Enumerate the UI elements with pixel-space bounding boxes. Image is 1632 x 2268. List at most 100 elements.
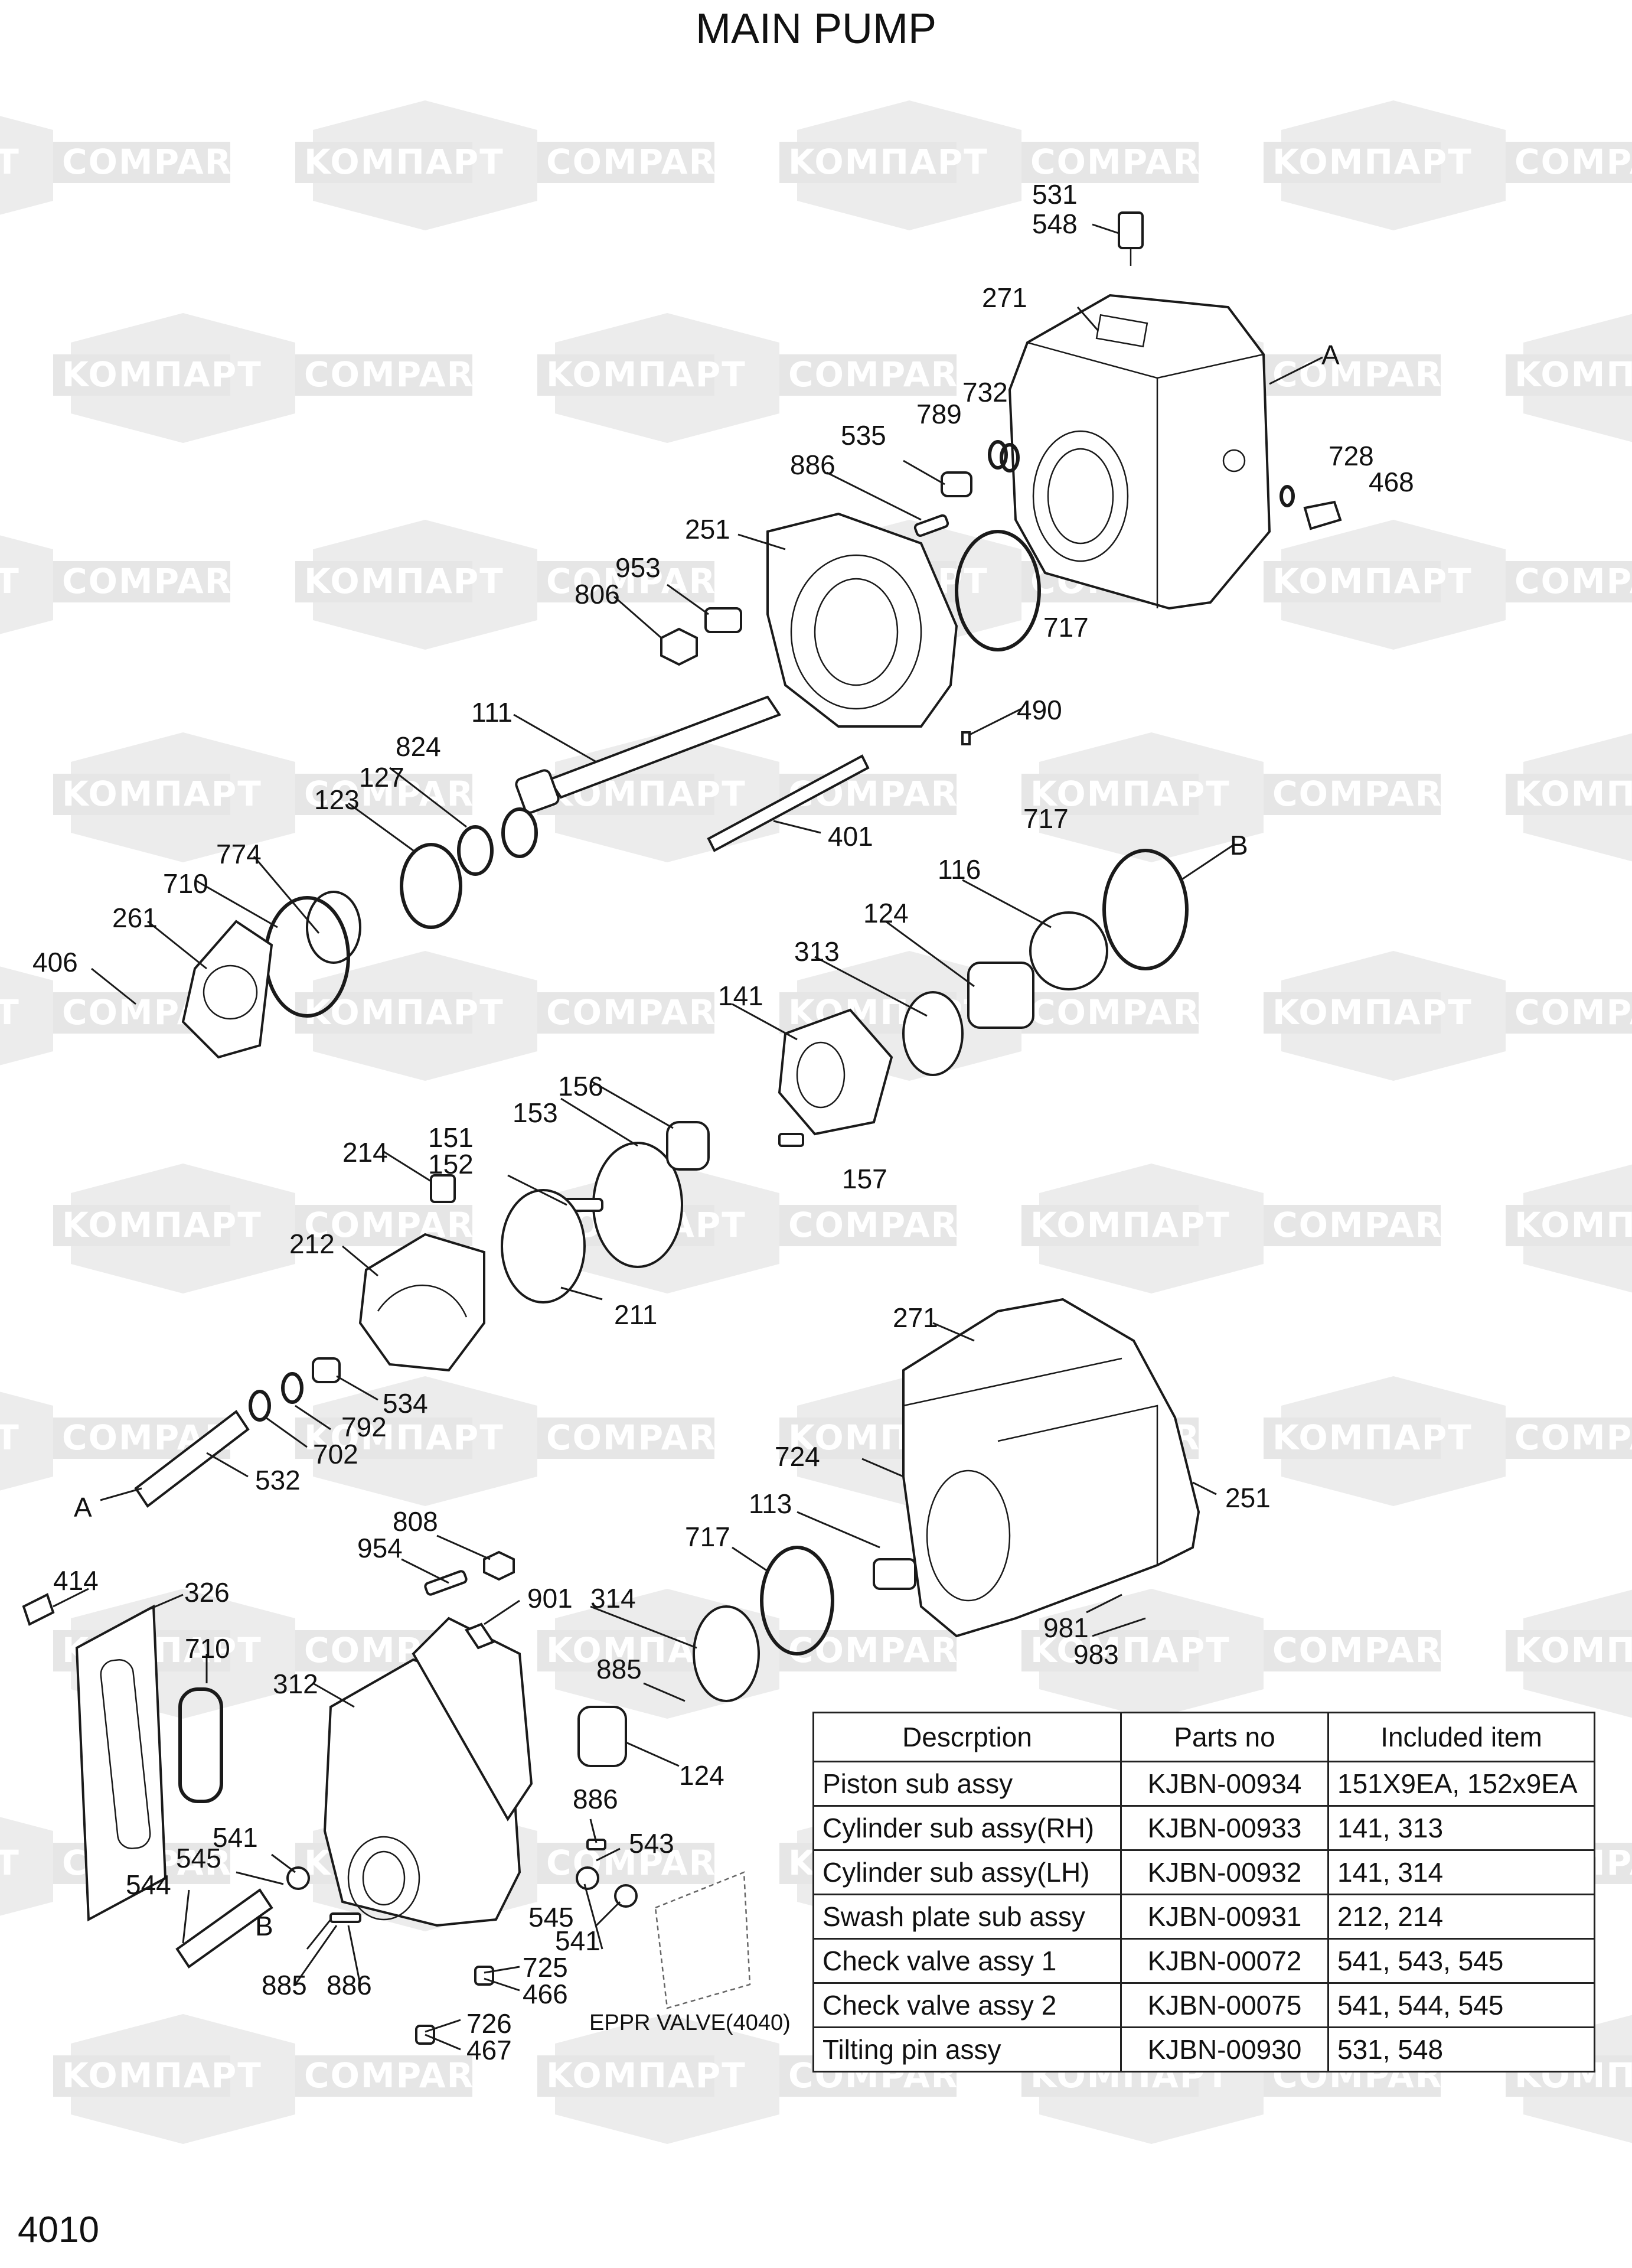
table-cell: KJBN-00934 bbox=[1120, 1761, 1329, 1807]
callout-label: 271 bbox=[982, 282, 1027, 313]
watermark-text: COMPART bbox=[1515, 1418, 1632, 1458]
watermark-text: COMPART bbox=[1272, 354, 1465, 395]
watermark-text: KOMПАРТ bbox=[788, 142, 988, 182]
watermark-text: COMPART bbox=[1272, 1205, 1465, 1245]
watermark-text: KOMПАРТ bbox=[1030, 1630, 1230, 1670]
callout-label: 251 bbox=[1225, 1482, 1271, 1513]
table-row: Tilting pin assy KJBN-00930 531, 548 bbox=[812, 2026, 1595, 2073]
rotary-group bbox=[778, 849, 1189, 1147]
watermark-text: KOMПАРТ bbox=[1272, 1418, 1473, 1458]
watermark-text: COMPART bbox=[546, 142, 739, 182]
watermark-band bbox=[537, 142, 714, 183]
watermark-text: COMPART bbox=[546, 1418, 739, 1458]
page-number: 4010 bbox=[18, 2210, 99, 2250]
small-parts-top bbox=[660, 471, 1342, 745]
watermark-band bbox=[1264, 1418, 1441, 1459]
watermark-band bbox=[537, 561, 714, 602]
watermark-band bbox=[1506, 1418, 1632, 1459]
callout-label: 214 bbox=[342, 1137, 388, 1168]
callout-label: 901 bbox=[527, 1583, 573, 1614]
watermark-text: COMPART bbox=[546, 992, 739, 1032]
watermark-band bbox=[53, 561, 230, 602]
watermark-band bbox=[537, 1630, 714, 1671]
callout-label: 886 bbox=[790, 449, 835, 480]
table-cell: KJBN-00072 bbox=[1120, 1938, 1329, 1984]
watermark-band bbox=[53, 774, 230, 815]
callout-label: 792 bbox=[341, 1412, 387, 1442]
watermark-band bbox=[1264, 774, 1441, 815]
table-cell: KJBN-00931 bbox=[1120, 1894, 1329, 1940]
table-cell: 541, 543, 545 bbox=[1327, 1938, 1595, 1984]
callout-label: 544 bbox=[126, 1869, 171, 1900]
watermark-band bbox=[1264, 142, 1441, 183]
column-header-parts-no: Parts no bbox=[1120, 1712, 1329, 1762]
page-title: MAIN PUMP bbox=[695, 5, 937, 53]
callout-label: 153 bbox=[513, 1097, 558, 1128]
table-cell: 151X9EA, 152x9EA bbox=[1327, 1761, 1595, 1807]
callout-label: 466 bbox=[523, 1979, 568, 2009]
eppr-valve-label: EPPR VALVE(4040) bbox=[589, 2010, 791, 2035]
callout-label: B bbox=[255, 1911, 273, 1941]
watermark-text: COMPART bbox=[1030, 992, 1223, 1032]
watermark-band bbox=[1506, 142, 1632, 183]
watermark-text: COMPART bbox=[788, 1630, 981, 1670]
watermark-text: KOMПАРТ bbox=[546, 2055, 746, 2096]
eppr-valve-outline bbox=[654, 1871, 751, 2009]
plate-326-and-ring bbox=[22, 1593, 223, 1922]
watermark-text: COMPART bbox=[788, 1205, 981, 1245]
watermark-band bbox=[1264, 561, 1441, 602]
watermark-text: COMPART bbox=[1515, 992, 1632, 1032]
watermark-text: COMPART bbox=[1030, 142, 1223, 182]
callout-label: 717 bbox=[1043, 612, 1089, 643]
watermark-band bbox=[1506, 992, 1632, 1034]
callout-label: 710 bbox=[163, 868, 208, 899]
table-cell: Swash plate sub assy bbox=[812, 1894, 1122, 1940]
watermark-text: KOMПАРТ bbox=[62, 774, 262, 814]
cover-251-top bbox=[766, 512, 958, 728]
watermark-band bbox=[1021, 1205, 1199, 1246]
watermark-text: COMPART bbox=[304, 354, 497, 395]
table-row: Cylinder sub assy(LH) KJBN-00932 141, 31… bbox=[812, 1849, 1595, 1895]
callout-label: 545 bbox=[528, 1902, 574, 1933]
callout-label: 251 bbox=[685, 514, 730, 545]
callout-label: 111 bbox=[471, 697, 513, 728]
table-row: Check valve assy 2 KJBN-00075 541, 544, … bbox=[812, 1982, 1595, 2028]
watermark-band bbox=[537, 1418, 714, 1459]
watermark-text: KOMПАРТ bbox=[0, 1843, 20, 1883]
callout-label: 983 bbox=[1073, 1639, 1119, 1670]
callout-label: 954 bbox=[357, 1533, 403, 1563]
callout-label: 312 bbox=[273, 1669, 318, 1699]
callout-label: 726 bbox=[466, 2008, 512, 2039]
callout-label: 271 bbox=[893, 1302, 938, 1333]
callout-label: 314 bbox=[590, 1583, 636, 1614]
callout-label: 326 bbox=[184, 1577, 230, 1608]
watermark-band bbox=[1506, 1205, 1632, 1246]
watermark-text: COMPART bbox=[62, 561, 255, 601]
callout-label: 725 bbox=[523, 1952, 568, 1983]
watermark-text: COMPART bbox=[788, 354, 981, 395]
callout-label: 211 bbox=[614, 1299, 657, 1330]
piston-retainer-group bbox=[430, 1121, 710, 1304]
table-row: Cylinder sub assy(RH) KJBN-00933 141, 31… bbox=[812, 1805, 1595, 1851]
table-row: Piston sub assy KJBN-00934 151X9EA, 152x… bbox=[812, 1761, 1595, 1807]
watermark-text: KOMПАРТ bbox=[1030, 1205, 1230, 1245]
watermark-text: COMPART bbox=[62, 142, 255, 182]
watermark-band bbox=[779, 354, 957, 396]
callout-label: A bbox=[74, 1492, 92, 1523]
callout-label: 981 bbox=[1043, 1612, 1089, 1643]
table-cell: KJBN-00930 bbox=[1120, 2026, 1329, 2073]
callout-label: 534 bbox=[383, 1388, 428, 1419]
watermark-band bbox=[1264, 992, 1441, 1034]
seal-rings-top bbox=[955, 440, 1295, 651]
callout-label: 732 bbox=[962, 377, 1008, 408]
callout-label: 124 bbox=[679, 1760, 724, 1791]
drive-shaft-111 bbox=[515, 695, 782, 814]
watermark-text: KOMПАРТ bbox=[1515, 354, 1632, 395]
callout-label: 401 bbox=[828, 821, 873, 852]
callout-label: 541 bbox=[555, 1925, 600, 1956]
callout-label: A bbox=[1321, 340, 1340, 370]
watermark-band bbox=[779, 142, 957, 183]
watermark-text: KOMПАРТ bbox=[304, 992, 504, 1032]
callout-label: 531 bbox=[1032, 179, 1078, 210]
column-header-description: Descrption bbox=[812, 1712, 1122, 1762]
